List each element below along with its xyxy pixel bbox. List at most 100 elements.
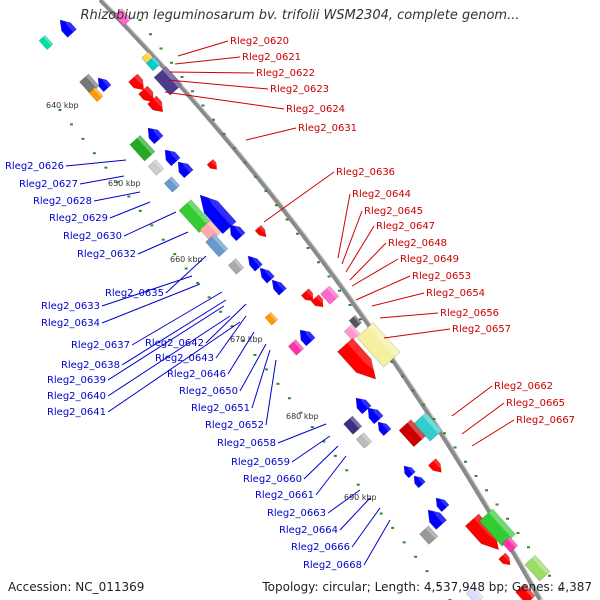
scale-label: 640 kbp — [46, 101, 79, 110]
inner-tick-dot — [402, 541, 406, 544]
accession-text: Accession: NC_011369 — [8, 580, 145, 594]
leader-line — [121, 299, 227, 366]
gene-block — [465, 586, 484, 600]
inner-tick-dot — [333, 454, 337, 457]
outer-tick-dot — [180, 76, 184, 78]
leader-line — [351, 507, 381, 548]
outer-tick-dot — [170, 61, 173, 64]
inner-tick-dot — [196, 281, 200, 284]
leader-line — [79, 175, 125, 185]
reverse-gene-label: Rleg2_0650 — [179, 386, 238, 397]
reverse-gene-label: Rleg2_0666 — [291, 542, 350, 553]
tick-dots — [58, 19, 562, 600]
forward-gene-label: Rleg2_0665 — [506, 398, 565, 409]
scale-label: 650 kbp — [108, 179, 141, 188]
reverse-gene-arrow — [413, 474, 426, 489]
inner-tick-dot — [127, 195, 131, 198]
leader-line — [379, 312, 439, 319]
outer-tick-dot — [159, 47, 163, 50]
reverse-gene-arrow — [435, 495, 450, 513]
leader-line — [355, 275, 411, 301]
reverse-gene-label: Rleg2_0664 — [279, 525, 338, 536]
leader-line — [383, 328, 451, 339]
inner-tick-dot — [230, 325, 234, 328]
leader-line — [107, 321, 241, 413]
scale-label: 680 kbp — [286, 412, 319, 421]
outer-tick-dot — [275, 204, 278, 207]
leader-line — [174, 56, 241, 65]
inner-tick-dot — [310, 426, 314, 429]
outer-tick-dot — [233, 147, 236, 150]
outer-tick-dot — [222, 133, 226, 135]
leader-line — [341, 210, 363, 265]
leader-line — [205, 303, 247, 344]
forward-gene-label: Rleg2_0656 — [440, 308, 499, 319]
reverse-gene-label: Rleg2_0668 — [303, 560, 362, 571]
reverse-gene-arrow — [177, 159, 194, 179]
inner-tick-dot — [207, 296, 211, 299]
scale-label: 690 kbp — [344, 493, 377, 502]
reverse-gene-label: Rleg2_0630 — [63, 231, 122, 242]
leader-line — [167, 79, 269, 90]
reverse-gene-arrow — [427, 507, 447, 530]
leader-line — [451, 385, 493, 417]
inner-tick-dot — [138, 209, 142, 212]
reverse-gene-arrow — [59, 17, 77, 38]
leader-line — [227, 331, 255, 375]
inner-tick-dot — [322, 440, 326, 443]
gene-block — [524, 554, 551, 582]
outer-tick-dot — [264, 190, 268, 192]
leader-line — [165, 255, 207, 294]
leader-line — [101, 275, 193, 307]
gene-block — [343, 415, 363, 435]
forward-gene-label: Rleg2_0621 — [242, 52, 301, 63]
forward-gene-arrow — [427, 458, 444, 473]
inner-tick-dot — [69, 123, 73, 126]
leader-line — [93, 191, 141, 202]
leader-line — [345, 225, 375, 273]
reverse-gene-label: Rleg2_0640 — [47, 391, 106, 402]
forward-gene-label: Rleg2_0653 — [412, 271, 471, 282]
reverse-gene-arrow — [229, 222, 246, 242]
inner-tick-dot — [104, 166, 108, 169]
reverse-gene-label: Rleg2_0634 — [41, 318, 100, 329]
outer-tick-dot — [527, 546, 530, 549]
reverse-gene-arrow — [299, 327, 316, 347]
gene-block — [515, 583, 536, 600]
leader-line — [137, 231, 189, 255]
gene-labels: Rleg2_0620Rleg2_0621Rleg2_0622Rleg2_0623… — [5, 36, 575, 571]
reverse-gene-label: Rleg2_0660 — [243, 474, 302, 485]
gene-block — [287, 339, 305, 356]
outer-tick-dot — [474, 475, 478, 477]
forward-gene-label: Rleg2_0645 — [364, 206, 423, 217]
leader-line — [315, 455, 347, 496]
topology-summary: Topology: circular; Length: 4,537,948 bp… — [262, 580, 592, 594]
gene-block — [227, 258, 245, 275]
genome-title: Rhizobium leguminosarum bv. trifolii WSM… — [80, 8, 520, 23]
reverse-gene-label: Rleg2_0635 — [105, 288, 164, 299]
outer-tick-dot — [422, 403, 425, 406]
forward-gene-label: Rleg2_0623 — [270, 84, 329, 95]
forward-gene-label: Rleg2_0657 — [452, 324, 511, 335]
outer-tick-dot — [401, 375, 404, 378]
outer-tick-dot — [243, 161, 247, 164]
label-leaders — [65, 40, 515, 566]
outer-tick-dot — [254, 175, 257, 178]
gene-block — [205, 233, 229, 258]
reverse-gene-arrow — [259, 265, 275, 284]
reverse-gene-label: Rleg2_0627 — [19, 179, 78, 190]
forward-gene-label: Rleg2_0654 — [426, 288, 485, 299]
forward-gene-arrow — [147, 95, 166, 113]
reverse-gene-arrow — [271, 277, 287, 296]
reverse-gene-label: Rleg2_0638 — [61, 360, 120, 371]
forward-gene-arrow — [498, 552, 513, 566]
reverse-gene-label: Rleg2_0652 — [205, 420, 264, 431]
forward-gene-label: Rleg2_0649 — [400, 254, 459, 265]
reverse-gene-arrow — [403, 464, 416, 479]
leader-line — [251, 349, 271, 409]
gene-block — [355, 432, 373, 449]
inner-tick-dot — [115, 181, 119, 184]
leader-line — [109, 201, 151, 219]
leader-line — [471, 419, 515, 447]
